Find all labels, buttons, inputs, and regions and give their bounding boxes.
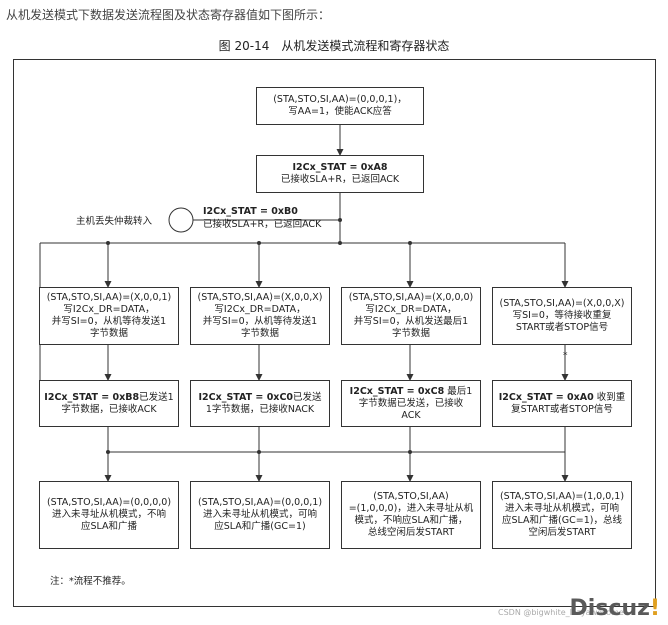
stat-desc: 最后1	[447, 385, 473, 397]
init-line1: (STA,STO,SI,AA)=(0,0,0,1)，	[273, 94, 407, 105]
stat-c8-box: I2Cx_STAT = 0xC8 最后1 字节数据已发送，已接收 ACK	[341, 380, 481, 427]
action-line: 写I2Cx_DR=DATA，	[365, 304, 457, 315]
stat-b8-box: I2Cx_STAT = 0xB8已发送1 字节数据，已接收ACK	[39, 380, 179, 427]
stat-desc: 字节数据已发送，已接收	[358, 397, 464, 409]
action-line: 字节数据	[89, 328, 128, 339]
watermark-text: Discuz	[569, 596, 650, 621]
action-box-2: (STA,STO,SI,AA)=(X,0,0,X) 写I2Cx_DR=DATA，…	[190, 287, 330, 345]
action-line: 写I2Cx_DR=DATA，	[63, 304, 155, 315]
action-box-1: (STA,STO,SI,AA)=(X,0,0,1) 写I2Cx_DR=DATA，…	[39, 287, 179, 345]
result-line: 应SLA和广播	[80, 521, 138, 532]
result-line: 应SLA和广播(GC=1)，总线	[502, 515, 622, 526]
action-line: 并写SI=0，从机发送最后1	[353, 316, 469, 327]
action-line: 字节数据	[240, 328, 279, 339]
action-line: (STA,STO,SI,AA)=(X,0,0,1)	[46, 292, 172, 303]
watermark-bang: !	[649, 596, 660, 621]
result-line: 进入未寻址从机模式，可响	[202, 509, 317, 520]
stat-desc: 收到重	[596, 391, 626, 403]
figure-title: 图 20-14 从机发送模式流程和寄存器状态	[218, 39, 450, 53]
stat-c0-box: I2Cx_STAT = 0xC0已发送 1字节数据，已接收NACK	[190, 380, 330, 427]
result-line: 模式，不响应SLA和广播，	[354, 515, 468, 526]
stat-a8-desc: 已接收SLA+R，已返回ACK	[280, 174, 400, 185]
result-box-4: (STA,STO,SI,AA)=(1,0,0,1) 进入未寻址从机模式，可响 应…	[492, 481, 632, 549]
result-line: (STA,STO,SI,AA)=(0,0,0,1)	[197, 497, 323, 508]
action-line: (STA,STO,SI,AA)=(X,0,0,0)	[348, 292, 474, 303]
action-line: 并写SI=0，从机等待发送1	[51, 316, 167, 327]
stat-desc: 1字节数据，已接收NACK	[205, 403, 315, 415]
result-line: 总线空闲后发START	[367, 527, 455, 538]
result-box-1: (STA,STO,SI,AA)=(0,0,0,0) 进入未寻址从机模式，不响 应…	[39, 481, 179, 549]
discuz-watermark: Discuz!	[570, 596, 660, 621]
stat-code: I2Cx_STAT = 0xB8	[44, 391, 140, 403]
stat-b0-text: I2Cx_STAT = 0xB0 已接收SLA+R，已返回ACK	[203, 205, 321, 231]
action-line: 并写SI=0，从机等待发送1	[202, 316, 318, 327]
result-line: 进入未寻址从机模式，可响	[504, 503, 619, 514]
stat-desc: 字节数据，已接收ACK	[61, 403, 157, 415]
stat-b0-code: I2Cx_STAT = 0xB0	[203, 206, 298, 217]
result-line: (STA,STO,SI,AA)=(0,0,0,0)	[46, 497, 172, 508]
action-line: START或者STOP信号	[515, 322, 609, 333]
init-line2: 写AA=1，使能ACK应答	[288, 106, 392, 117]
diagram-frame	[13, 59, 656, 607]
footnote: 注：*流程不推荐。	[50, 576, 131, 587]
action-line: 写SI=0，等待接收重复	[512, 310, 612, 321]
action-line: (STA,STO,SI,AA)=(X,0,0,X)	[197, 292, 323, 303]
stat-code: I2Cx_STAT = 0xA0	[498, 391, 594, 403]
stat-a0-box: I2Cx_STAT = 0xA0 收到重 复START或者STOP信号	[492, 380, 632, 427]
init-box: (STA,STO,SI,AA)=(0,0,0,1)， 写AA=1，使能ACK应答	[256, 87, 424, 125]
action-box-3: (STA,STO,SI,AA)=(X,0,0,0) 写I2Cx_DR=DATA，…	[341, 287, 481, 345]
action-line: 写I2Cx_DR=DATA，	[214, 304, 306, 315]
action-box-4: (STA,STO,SI,AA)=(X,0,0,X) 写SI=0，等待接收重复 S…	[492, 287, 632, 345]
result-line: 空闲后发START	[528, 527, 596, 538]
intro-text: 从机发送模式下数据发送流程图及状态寄存器值如下图所示：	[6, 8, 331, 22]
stat-desc: 已发送1	[139, 391, 174, 403]
result-line: 进入未寻址从机模式，不响	[51, 509, 166, 520]
result-box-2: (STA,STO,SI,AA)=(0,0,0,1) 进入未寻址从机模式，可响 应…	[190, 481, 330, 549]
action-line: 字节数据	[391, 328, 430, 339]
stat-b0-desc: 已接收SLA+R，已返回ACK	[203, 219, 322, 230]
stat-a8-box: I2Cx_STAT = 0xA8 已接收SLA+R，已返回ACK	[256, 155, 424, 193]
action-line: (STA,STO,SI,AA)=(X,0,0,X)	[499, 298, 625, 309]
stat-desc: 已发送	[293, 391, 322, 403]
not-recommended-star: *	[563, 351, 568, 361]
stat-desc: ACK	[401, 409, 421, 421]
lost-arbitration-label: 主机丢失仲裁转入	[76, 216, 153, 227]
result-line: (STA,STO,SI,AA)	[373, 491, 449, 502]
result-line: =(1,0,0,0)，进入未寻址从机	[348, 503, 474, 514]
stat-code: I2Cx_STAT = 0xC0	[198, 391, 294, 403]
csdn-credit: CSDN @bigwhite_lazyawesome	[498, 608, 624, 617]
result-line: (STA,STO,SI,AA)=(1,0,0,1)	[499, 491, 625, 502]
lost-arbitration-node	[168, 207, 194, 233]
stat-a8-code: I2Cx_STAT = 0xA8	[292, 162, 388, 173]
stat-code: I2Cx_STAT = 0xC8	[349, 385, 445, 397]
result-box-3: (STA,STO,SI,AA) =(1,0,0,0)，进入未寻址从机 模式，不响…	[341, 481, 481, 549]
stat-desc: 复START或者STOP信号	[511, 403, 613, 415]
result-line: 应SLA和广播(GC=1)	[214, 521, 306, 532]
